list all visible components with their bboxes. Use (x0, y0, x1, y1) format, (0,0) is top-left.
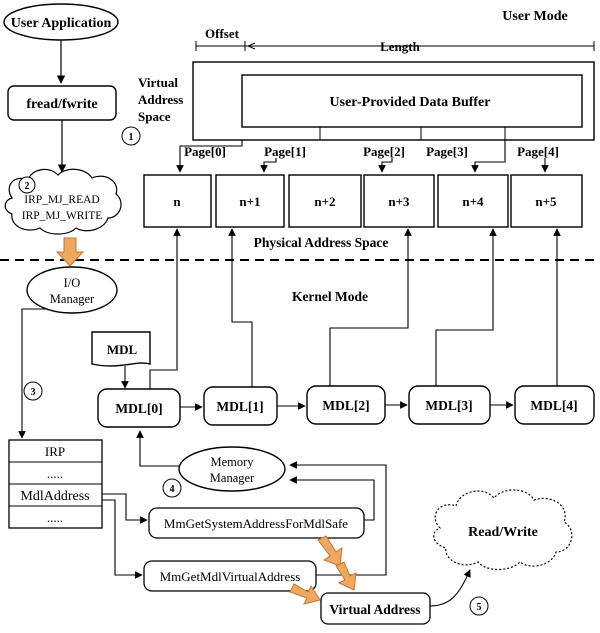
mdl-3-label: MDL[3] (425, 398, 472, 413)
phys-page-n2-label: n+2 (314, 194, 335, 209)
virtual-address-label: Virtual Address (329, 602, 420, 617)
virtual-address-node (320, 592, 431, 625)
step-3-marker: 3 (31, 387, 36, 398)
irp-row-dots-2: ..... (47, 510, 63, 525)
user-mode-label: User Mode (502, 9, 567, 24)
page-4-label: Page[4] (517, 144, 559, 159)
read-write-label: Read/Write (468, 525, 538, 540)
virtual-address-space-line2: Address (138, 92, 183, 107)
page-0-label: Page[0] (184, 144, 226, 159)
fread-fwrite-label: fread/fwrite (26, 97, 97, 112)
user-application-label: User Application (11, 16, 112, 31)
irp-mj-write-label: IRP_MJ_WRITE (22, 210, 103, 222)
io-manager-node (26, 266, 118, 314)
irp-table: IRP ..... MdlAddress ..... (8, 439, 103, 529)
step-2-marker: 2 (25, 181, 30, 192)
phys-page-n5-label: n+5 (535, 194, 557, 209)
mdl-note (91, 331, 151, 367)
irp-mj-read-label: IRP_MJ_READ (24, 194, 99, 206)
memory-manager-line2: Manager (210, 471, 255, 485)
mdl-0-label: MDL[0] (115, 401, 162, 416)
physical-address-space-label: Physical Address Space (254, 235, 389, 250)
mdl-0-node (97, 388, 181, 428)
mdl-note-label: MDL (107, 342, 138, 357)
mdl-2-label: MDL[2] (322, 398, 369, 413)
memory-manager-node (178, 446, 286, 492)
mdl-4-label: MDL[4] (530, 398, 577, 413)
virtual-address-space-line3: Space (138, 109, 171, 124)
page-2-label: Page[2] (363, 144, 405, 159)
mm-get-mdl-virtual-label: MmGetMdlVirtualAddress (160, 569, 301, 584)
virtual-address-space-line1: Virtual (138, 75, 178, 90)
mdl-4-node (514, 385, 595, 425)
irp-row-mdladdress: MdlAddress (20, 489, 89, 504)
memory-manager-line1: Memory (210, 455, 254, 469)
phys-page-n2 (288, 174, 362, 228)
read-write-cloud (433, 489, 573, 571)
step-1-marker: 1 (129, 132, 134, 143)
io-manager-line2: Manager (50, 292, 95, 306)
mm-get-system-address-node (148, 507, 365, 539)
phys-page-n1 (215, 174, 285, 228)
irp-row-header: IRP (45, 444, 65, 459)
phys-page-n5 (510, 174, 583, 228)
phys-page-n3 (363, 174, 435, 228)
step-5-marker: 5 (477, 602, 482, 613)
page-3-label: Page[3] (426, 144, 468, 159)
irp-row-dots-1: ..... (47, 466, 63, 481)
mm-get-mdl-virtual-node (143, 560, 317, 592)
phys-page-n1-label: n+1 (239, 194, 260, 209)
offset-label: Offset (205, 26, 240, 41)
mdl-1-label: MDL[1] (216, 399, 263, 414)
big-arrow-io (55, 237, 85, 267)
phys-page-n4-label: n+4 (462, 194, 484, 209)
mdl-chain: MDL[0] MDL[1] MDL[2] MDL[3] MDL[4] (97, 385, 595, 428)
page-1-label: Page[1] (264, 144, 306, 159)
user-buffer-box (241, 74, 583, 128)
phys-page-n4 (437, 174, 509, 228)
step-4-marker: 4 (170, 484, 175, 495)
big-arrow-system (317, 535, 343, 567)
kernel-mode-label: Kernel Mode (292, 289, 368, 304)
user-buffer-label: User-Provided Data Buffer (330, 95, 491, 110)
phys-page-n3-label: n+3 (388, 194, 410, 209)
mm-get-system-address-label: MmGetSystemAddressForMdlSafe (164, 516, 348, 531)
physical-pages: n n+1 n+2 n+3 n+4 n+5 (143, 174, 583, 228)
phys-page-n (143, 174, 212, 228)
big-arrow-virtual-1 (335, 561, 357, 591)
phys-page-n-label: n (173, 194, 181, 209)
big-arrow-virtual-2 (289, 583, 321, 605)
io-manager-line1: I/O (64, 276, 81, 290)
